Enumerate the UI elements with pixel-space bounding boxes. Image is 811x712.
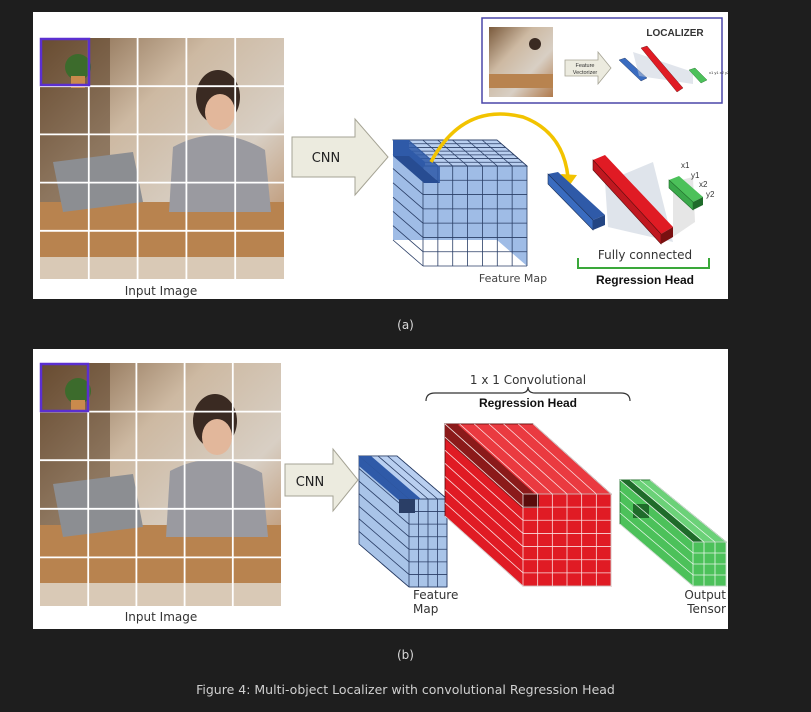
panel-b-diagram: Input Image CNN Feature Map <box>39 362 728 624</box>
caption-a: (a) <box>397 318 414 332</box>
output-vector <box>668 176 703 211</box>
brace-icon <box>425 386 631 402</box>
input-image-label: Input Image <box>125 284 197 298</box>
vectorizer-label-2: Vectorizer <box>573 70 598 76</box>
feature-map-label: Feature Map <box>479 272 547 285</box>
caption-b: (b) <box>397 648 414 662</box>
regression-bracket <box>577 258 710 269</box>
output-label-1: Output <box>684 588 726 602</box>
localizer-inset: LOCALIZER Feature Vectorizer x1 y1 x2 y2 <box>481 17 728 104</box>
feature-map-label-2: Map <box>413 602 438 616</box>
feature-vector <box>547 172 605 231</box>
output-tensor <box>618 479 728 587</box>
output-label-2: Tensor <box>686 602 726 616</box>
curved-arrow-icon <box>429 112 577 189</box>
conv-block <box>443 423 613 587</box>
highlight-cell <box>39 37 91 87</box>
input-image <box>40 38 284 279</box>
cnn-label: CNN <box>312 151 341 166</box>
output-y1: y1 <box>691 171 700 180</box>
output-y2: y2 <box>706 190 715 199</box>
localizer-title: LOCALIZER <box>646 28 704 39</box>
svg-text:x1 y1 x2 y2: x1 y1 x2 y2 <box>709 70 728 75</box>
input-image <box>40 363 281 606</box>
fc-layer <box>592 155 673 245</box>
input-image-label: Input Image <box>125 610 197 624</box>
block-arrow-icon <box>284 447 359 513</box>
figure-caption: Figure 4: Multi-object Localizer with co… <box>196 682 615 697</box>
vectorizer-label-1: Feature <box>576 63 595 69</box>
regression-head-label: Regression Head <box>479 396 577 410</box>
grid-overlay-icon <box>40 38 284 279</box>
block-arrow-icon <box>291 117 389 197</box>
output-x2: x2 <box>699 180 708 189</box>
panel-a: Input Image CNN Feature Map <box>33 12 728 299</box>
conv-label: 1 x 1 Convolutional <box>470 373 586 387</box>
feature-map-label-1: Feature <box>413 588 458 602</box>
output-x1: x1 <box>681 161 690 170</box>
cnn-label: CNN <box>296 475 325 490</box>
regression-head-label: Regression Head <box>596 273 694 287</box>
feature-map-cube <box>391 139 529 267</box>
feature-map-cube <box>357 455 449 588</box>
panel-a-diagram: Input Image CNN Feature Map <box>39 17 728 298</box>
panel-b: Input Image CNN Feature Map <box>33 349 728 629</box>
fc-label: Fully connected <box>598 248 692 262</box>
highlight-cell <box>39 362 90 413</box>
